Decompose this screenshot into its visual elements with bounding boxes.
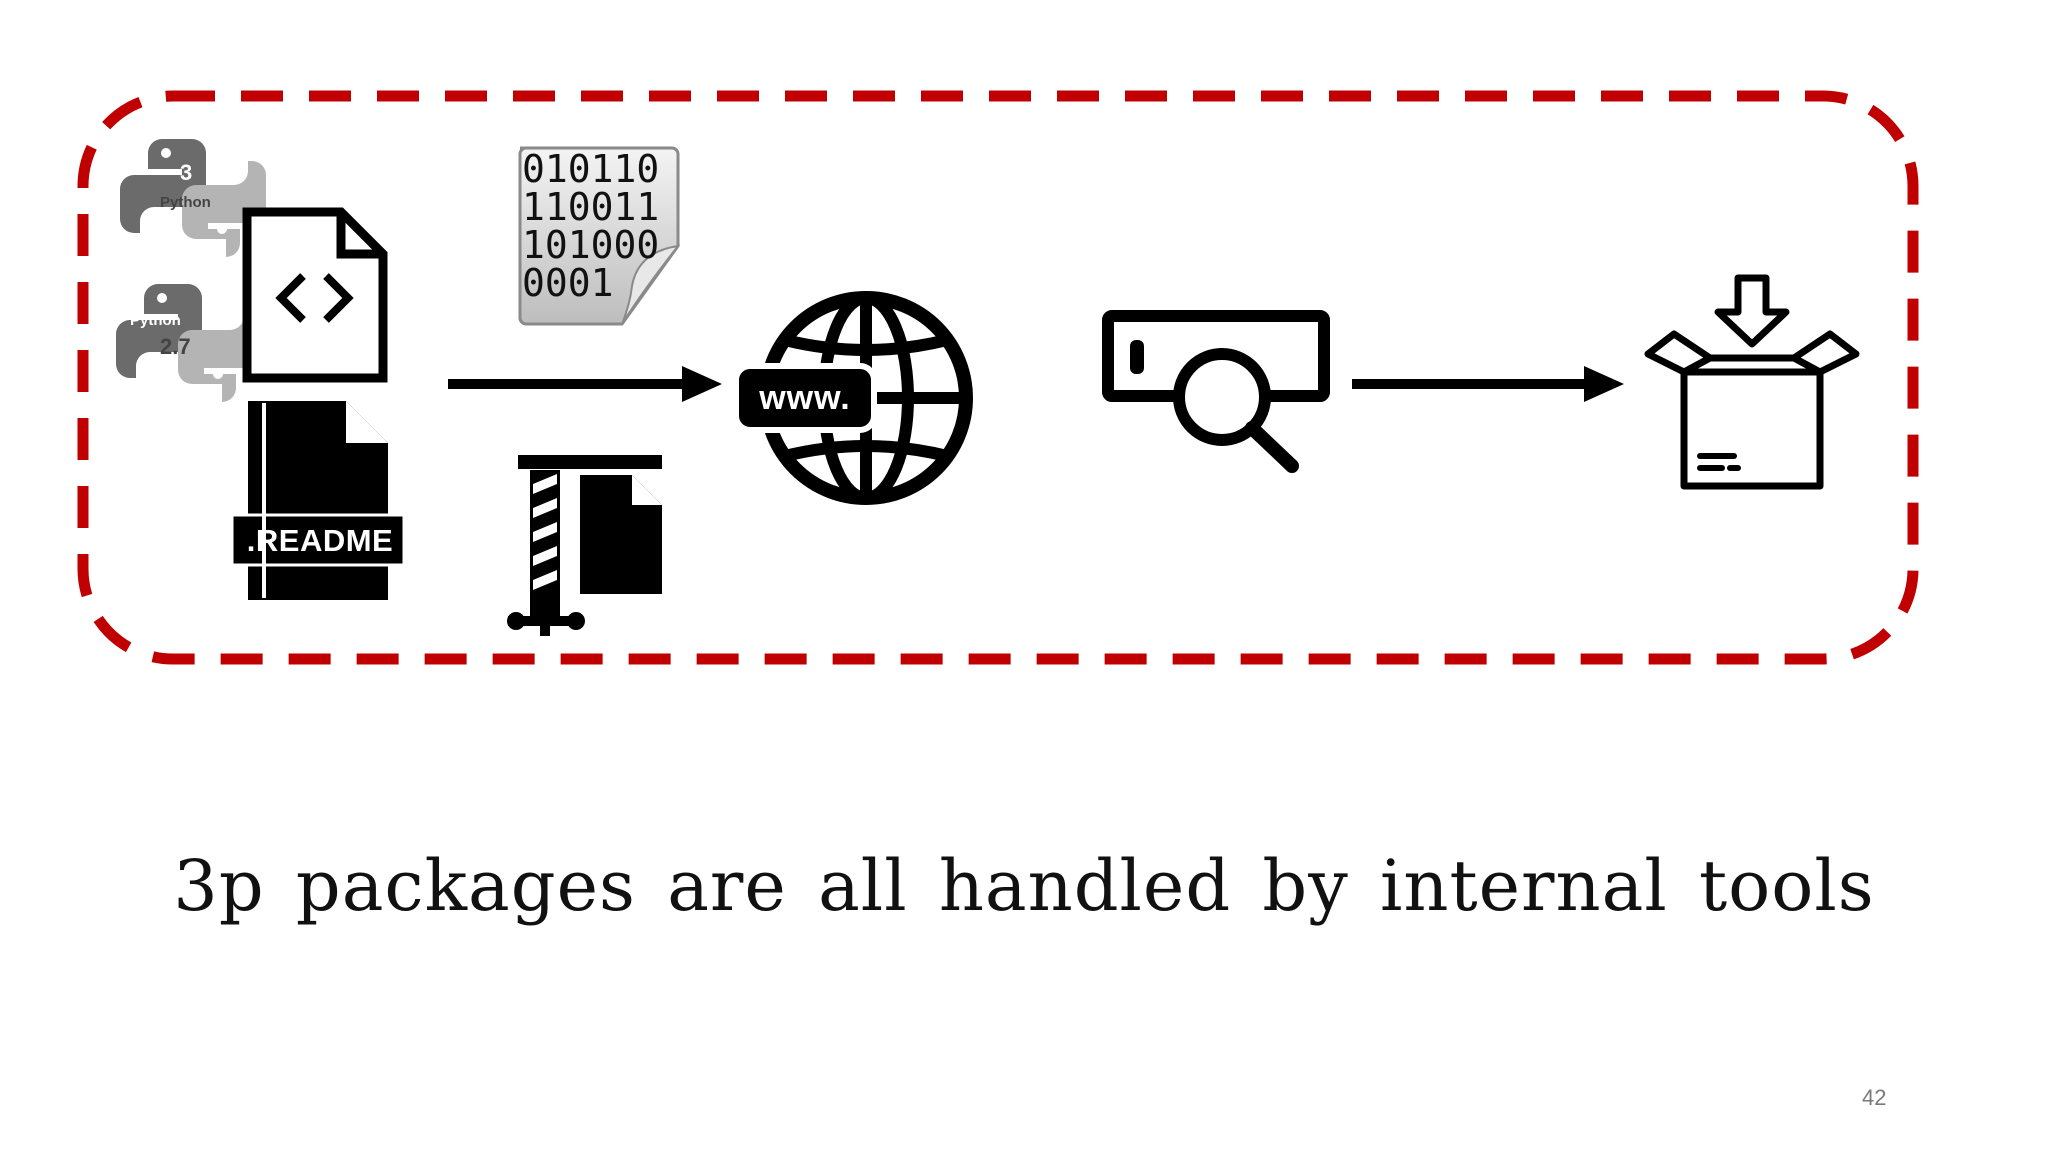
globe-www-icon <box>733 291 973 505</box>
python27-version-label: 2.7 <box>160 334 191 359</box>
binary-document-icon <box>518 146 681 326</box>
www-label: www. <box>759 378 851 417</box>
python27-logo-icon <box>116 284 262 402</box>
binary-line: 110011 <box>522 185 660 229</box>
page-number: 42 <box>1862 1085 1887 1110</box>
binary-line: 101000 <box>522 223 660 267</box>
arrow-to-package <box>1352 366 1624 402</box>
python27-text-label: Python <box>130 312 181 329</box>
arrow-to-web <box>448 366 722 402</box>
binary-line: 010110 <box>522 147 660 191</box>
package-box-icon <box>1644 274 1860 490</box>
code-file-icon <box>242 207 388 383</box>
readme-file-icon <box>230 401 406 600</box>
binary-line: 0001 <box>522 261 614 305</box>
python3-version-label: 3 <box>180 160 193 185</box>
readme-label: .README <box>246 523 394 558</box>
slide-caption: 3p packages are all handled by internal … <box>173 845 1875 927</box>
search-bar-icon <box>1102 310 1330 473</box>
binary-text: 010110 110011 101000 0001 <box>522 150 659 302</box>
python3-logo-icon <box>120 139 266 257</box>
python3-text-label: Python <box>160 194 211 211</box>
compressed-file-icon <box>507 455 662 636</box>
dashed-frame <box>77 90 1919 665</box>
